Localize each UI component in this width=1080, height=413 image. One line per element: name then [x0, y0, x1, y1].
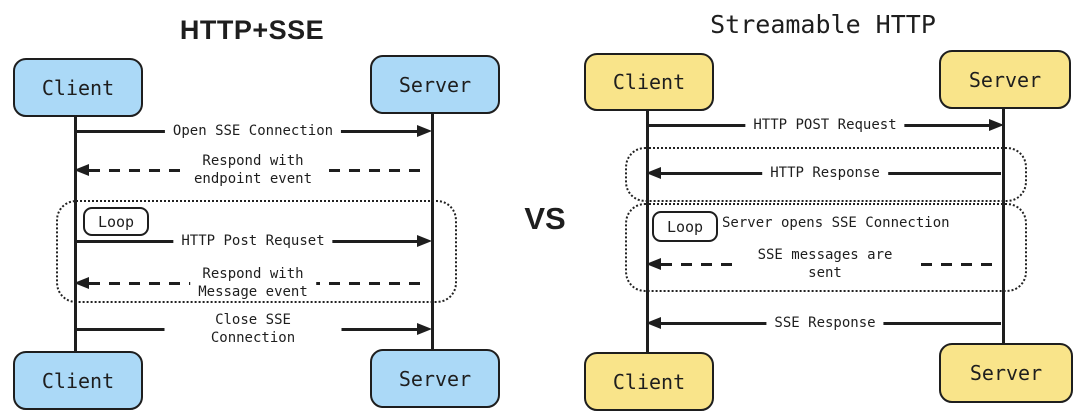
right-response-frame [625, 147, 1027, 202]
right-server-lifeline [1002, 105, 1005, 343]
left-client-lifeline [74, 113, 77, 351]
left-client-top-box: Client [13, 58, 143, 117]
message-label: HTTP Response [762, 163, 888, 183]
arrowhead-left-icon [74, 164, 89, 176]
left-loop-tag: Loop [83, 207, 149, 236]
right-client-top-box: Client [584, 53, 714, 111]
right-server-bottom-box: Server [939, 343, 1073, 403]
right-diagram-title: Streamable HTTP [710, 10, 936, 39]
arrowhead-left-icon [646, 258, 661, 270]
left-server-bottom-box: Server [370, 349, 500, 408]
message-label: Respond with Message event [190, 264, 316, 302]
message-label: Open SSE Connection [164, 121, 342, 141]
message-label: HTTP POST Request [745, 115, 905, 135]
message-label: Respond with endpoint event [185, 151, 321, 189]
right-server-top-box: Server [939, 50, 1071, 109]
message-label: HTTP Post Requset [173, 231, 333, 251]
left-server-top-box: Server [370, 55, 500, 114]
right-loop-note: Server opens SSE Connection [722, 215, 950, 231]
right-client-lifeline [646, 107, 649, 352]
message-label: Close SSE Connection [164, 310, 342, 348]
arrowhead-left-icon [74, 277, 89, 289]
arrowhead-right-icon [417, 323, 432, 335]
left-loop-frame [56, 200, 457, 303]
message-label: SSE messages are sent [736, 245, 914, 283]
right-loop-tag: Loop [652, 211, 718, 242]
left-client-bottom-box: Client [13, 351, 143, 410]
vs-label: VS [524, 201, 566, 236]
right-client-bottom-box: Client [584, 352, 714, 411]
arrowhead-right-icon [417, 235, 432, 247]
arrowhead-left-icon [646, 317, 661, 329]
right-loop-frame [625, 203, 1027, 292]
left-server-lifeline [431, 110, 434, 349]
arrowhead-left-icon [646, 167, 661, 179]
message-label: SSE Response [766, 313, 884, 333]
arrowhead-right-icon [989, 119, 1004, 131]
left-diagram-title: HTTP+SSE [179, 15, 325, 45]
arrowhead-right-icon [417, 125, 432, 137]
